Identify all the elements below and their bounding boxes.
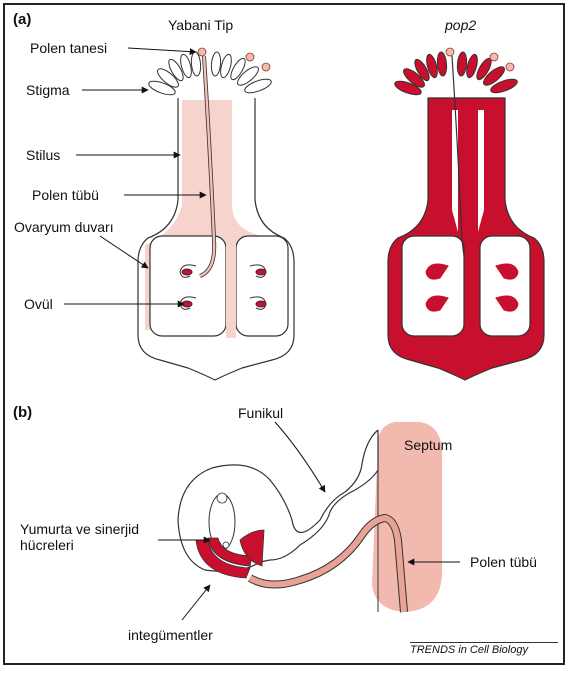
pop2-stigma xyxy=(393,52,519,98)
label-egg-synergid: Yumurta ve sinerjid hücreleri xyxy=(20,521,139,553)
label-pollen-tube-a: Polen tübü xyxy=(32,187,99,203)
label-pollen-tube-b: Polen tübü xyxy=(470,554,537,570)
label-funiculus: Funikul xyxy=(238,405,283,421)
panel-b-label: (b) xyxy=(13,405,32,421)
label-integuments: integümentler xyxy=(128,627,213,643)
pop2-pistil xyxy=(388,48,544,380)
label-pollen-grain: Polen tanesi xyxy=(30,40,107,56)
label-style: Stilus xyxy=(26,147,60,163)
source-credit: TRENDS in Cell Biology xyxy=(410,642,558,656)
label-septum: Septum xyxy=(404,437,452,453)
wild-type-locule-right xyxy=(236,236,288,336)
wild-type-title: Yabani Tip xyxy=(168,17,233,33)
pop2-title: pop2 xyxy=(445,17,476,33)
panel-a-label: (a) xyxy=(13,12,31,28)
wild-type-pistil xyxy=(138,48,294,380)
label-ovule: Ovül xyxy=(24,296,53,312)
pop2-locule-left xyxy=(402,236,464,336)
pop2-locule-right xyxy=(480,236,530,336)
label-stigma: Stigma xyxy=(26,82,70,98)
label-ovary-wall: Ovaryum duvarı xyxy=(14,219,114,235)
panel-b-ovule-detail xyxy=(178,422,442,612)
